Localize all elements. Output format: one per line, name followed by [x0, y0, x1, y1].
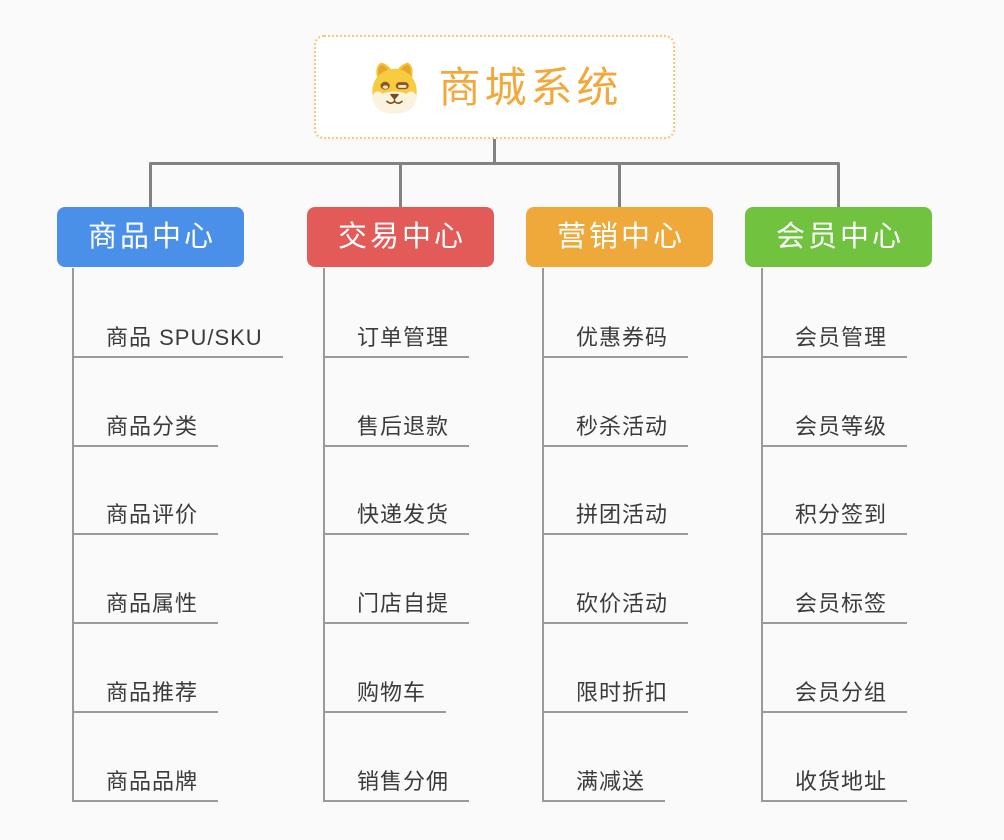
connector-horizontal-bus	[149, 162, 840, 165]
leaf-node[interactable]: 门店自提	[323, 580, 470, 624]
leaf-node[interactable]: 会员分组	[761, 669, 908, 713]
leaf-node[interactable]: 满减送	[542, 758, 666, 802]
connector-stub-product-center	[149, 163, 152, 207]
leaf-label: 购物车	[357, 680, 427, 705]
branch-node-product-center[interactable]: 商品中心	[57, 207, 244, 267]
branch-label: 交易中心	[337, 220, 466, 253]
leaf-label: 商品 SPU/SKU	[106, 325, 263, 350]
leaf-node[interactable]: 收货地址	[761, 758, 908, 802]
leaf-node[interactable]: 商品推荐	[72, 669, 219, 713]
leaf-node[interactable]: 拼团活动	[542, 491, 689, 535]
children-column-marketing-center: 优惠券码 秒杀活动 拼团活动 砍价活动 限时折扣 满减送	[542, 268, 689, 802]
leaf-node[interactable]: 快递发货	[323, 491, 470, 535]
leaf-label: 砍价活动	[576, 591, 669, 616]
children-column-product-center: 商品 SPU/SKU 商品分类 商品评价 商品属性 商品推荐 商品品牌	[72, 268, 283, 802]
branch-label: 会员中心	[775, 220, 904, 253]
leaf-label: 商品评价	[106, 502, 199, 527]
doge-face-icon	[372, 62, 418, 114]
leaf-node[interactable]: 会员标签	[761, 580, 908, 624]
leaf-label: 商品属性	[106, 591, 199, 616]
leaf-label: 售后退款	[357, 414, 450, 439]
children-column-trade-center: 订单管理 售后退款 快递发货 门店自提 购物车 销售分佣	[323, 268, 470, 802]
leaf-node[interactable]: 商品 SPU/SKU	[72, 314, 283, 358]
leaf-node[interactable]: 商品分类	[72, 403, 219, 447]
leaf-node[interactable]: 秒杀活动	[542, 403, 689, 447]
connector-stub-member-center	[837, 163, 840, 207]
leaf-label: 秒杀活动	[576, 414, 669, 439]
leaf-label: 满减送	[576, 769, 646, 794]
leaf-label: 快递发货	[357, 502, 450, 527]
leaf-label: 商品品牌	[106, 769, 199, 794]
leaf-node[interactable]: 销售分佣	[323, 758, 470, 802]
leaf-node[interactable]: 商品属性	[72, 580, 219, 624]
root-node-mall-system[interactable]: 商城系统	[314, 35, 675, 139]
leaf-node[interactable]: 售后退款	[323, 403, 470, 447]
branch-label: 商品中心	[87, 220, 216, 253]
leaf-node[interactable]: 会员管理	[761, 314, 908, 358]
leaf-label: 门店自提	[357, 591, 450, 616]
leaf-label: 会员标签	[795, 591, 888, 616]
leaf-label: 会员管理	[795, 325, 888, 350]
leaf-label: 限时折扣	[576, 680, 669, 705]
leaf-label: 优惠券码	[576, 325, 669, 350]
leaf-node[interactable]: 购物车	[323, 669, 447, 713]
leaf-label: 订单管理	[357, 325, 450, 350]
leaf-label: 商品推荐	[106, 680, 199, 705]
branch-node-member-center[interactable]: 会员中心	[745, 207, 932, 267]
leaf-node[interactable]: 订单管理	[323, 314, 470, 358]
leaf-node[interactable]: 积分签到	[761, 491, 908, 535]
leaf-label: 收货地址	[795, 769, 888, 794]
leaf-node[interactable]: 限时折扣	[542, 669, 689, 713]
leaf-label: 积分签到	[795, 502, 888, 527]
connector-stub-trade-center	[399, 163, 402, 207]
connector-stub-marketing-center	[618, 163, 621, 207]
leaf-label: 会员等级	[795, 414, 888, 439]
leaf-node[interactable]: 优惠券码	[542, 314, 689, 358]
leaf-label: 商品分类	[106, 414, 199, 439]
leaf-label: 销售分佣	[357, 769, 450, 794]
leaf-node[interactable]: 砍价活动	[542, 580, 689, 624]
root-title: 商城系统	[438, 64, 623, 111]
branch-node-trade-center[interactable]: 交易中心	[307, 207, 494, 267]
leaf-node[interactable]: 商品品牌	[72, 758, 219, 802]
children-column-member-center: 会员管理 会员等级 积分签到 会员标签 会员分组 收货地址	[761, 268, 908, 802]
connector-root-stub	[493, 139, 496, 163]
leaf-node[interactable]: 会员等级	[761, 403, 908, 447]
leaf-node[interactable]: 商品评价	[72, 491, 219, 535]
branch-label: 营销中心	[556, 220, 685, 253]
leaf-label: 会员分组	[795, 680, 888, 705]
branch-node-marketing-center[interactable]: 营销中心	[526, 207, 713, 267]
leaf-label: 拼团活动	[576, 502, 669, 527]
